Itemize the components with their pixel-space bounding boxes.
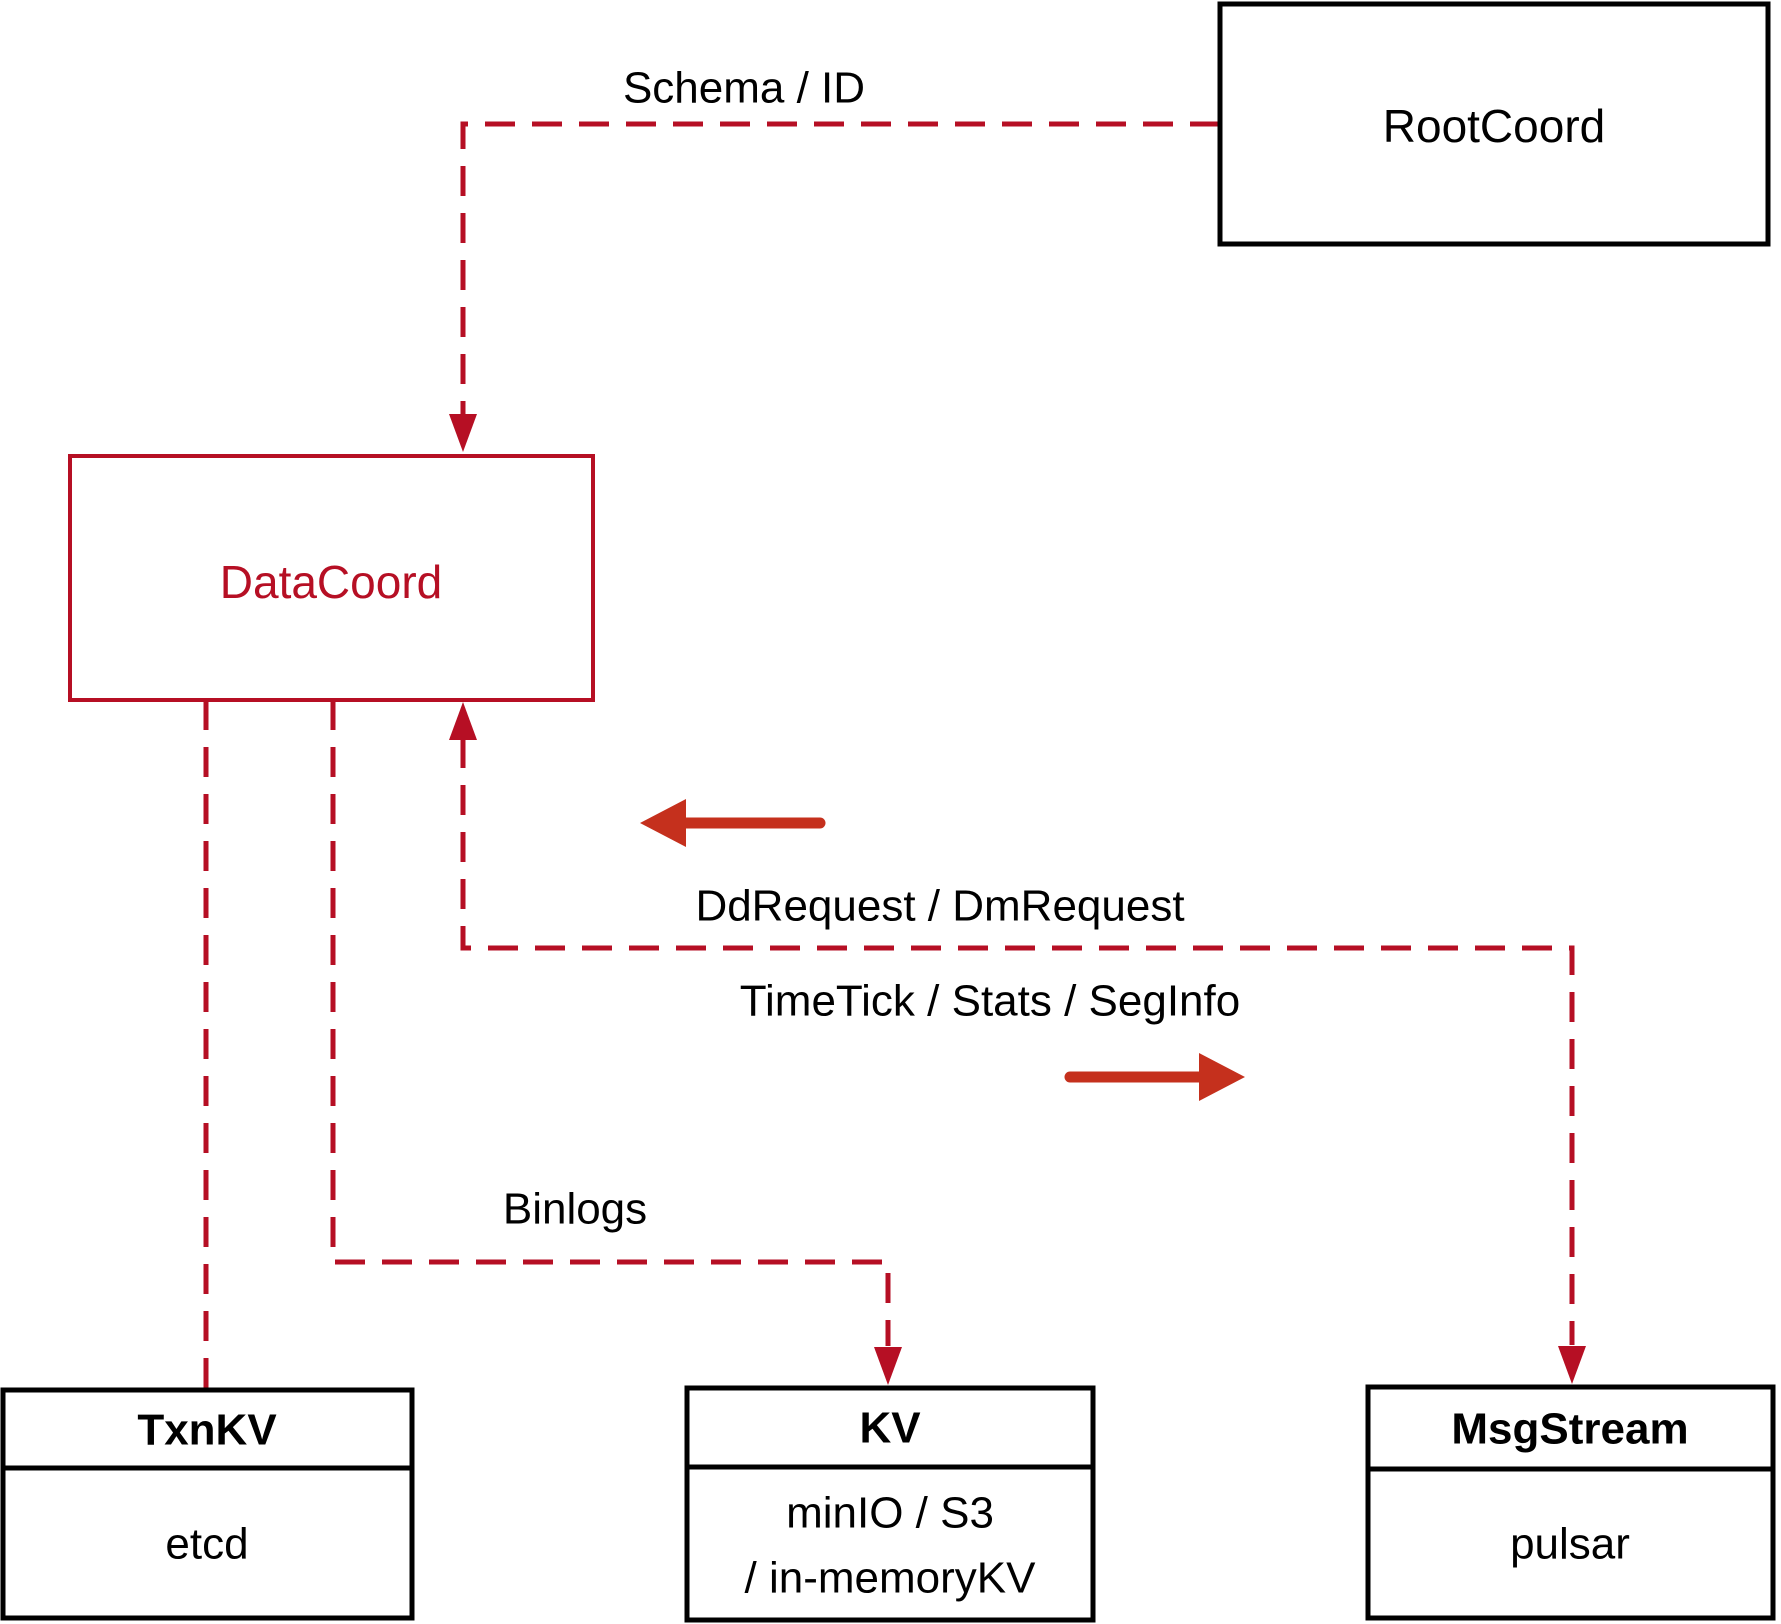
kv-body-line1: minIO / S3	[786, 1489, 994, 1538]
edge-label-binlogs: Binlogs	[503, 1185, 647, 1234]
msgstream-body: pulsar	[1510, 1520, 1630, 1569]
node-msgstream: MsgStream pulsar	[1365, 1384, 1776, 1621]
edge-schema-id	[449, 121, 1220, 452]
node-datacoord: DataCoord	[68, 454, 595, 702]
edge-binlogs	[330, 700, 902, 1385]
rootcoord-box	[1217, 1, 1771, 247]
txnkv-body: etcd	[165, 1520, 248, 1569]
datacoord-label: DataCoord	[220, 556, 442, 608]
node-txnkv: TxnKV etcd	[0, 1387, 415, 1621]
flow-arrow-right-head-icon	[1199, 1053, 1245, 1101]
txnkv-box	[0, 1387, 415, 1621]
arrowhead-down-icon	[1558, 1346, 1586, 1384]
arrowhead-down-icon	[874, 1347, 902, 1385]
edge-schema-id-path	[460, 121, 1220, 440]
rootcoord-label: RootCoord	[1383, 100, 1605, 152]
arrowhead-up-icon	[449, 702, 477, 740]
arrowhead-down-icon	[449, 414, 477, 452]
kv-box	[684, 1385, 1096, 1623]
datacoord-box	[68, 454, 595, 702]
edge-msgstream-datacoord	[449, 702, 1586, 1384]
node-rootcoord: RootCoord	[1217, 1, 1771, 247]
msgstream-box	[1365, 1384, 1776, 1621]
edge-label-ddrequest: DdRequest / DmRequest	[695, 882, 1184, 931]
edge-msgstream-datacoord-path	[460, 738, 1575, 1345]
edge-label-schema-id: Schema / ID	[623, 64, 865, 113]
kv-body-line2: / in-memoryKV	[745, 1554, 1037, 1603]
kv-title: KV	[859, 1404, 921, 1453]
node-kv: KV minIO / S3 / in-memoryKV	[684, 1385, 1096, 1623]
flow-arrow-right	[1064, 1053, 1245, 1101]
flow-arrow-left	[640, 799, 826, 847]
txnkv-title: TxnKV	[137, 1406, 277, 1455]
msgstream-title: MsgStream	[1451, 1405, 1688, 1454]
edge-label-timetick: TimeTick / Stats / SegInfo	[740, 977, 1240, 1026]
flow-arrow-left-head-icon	[640, 799, 686, 847]
